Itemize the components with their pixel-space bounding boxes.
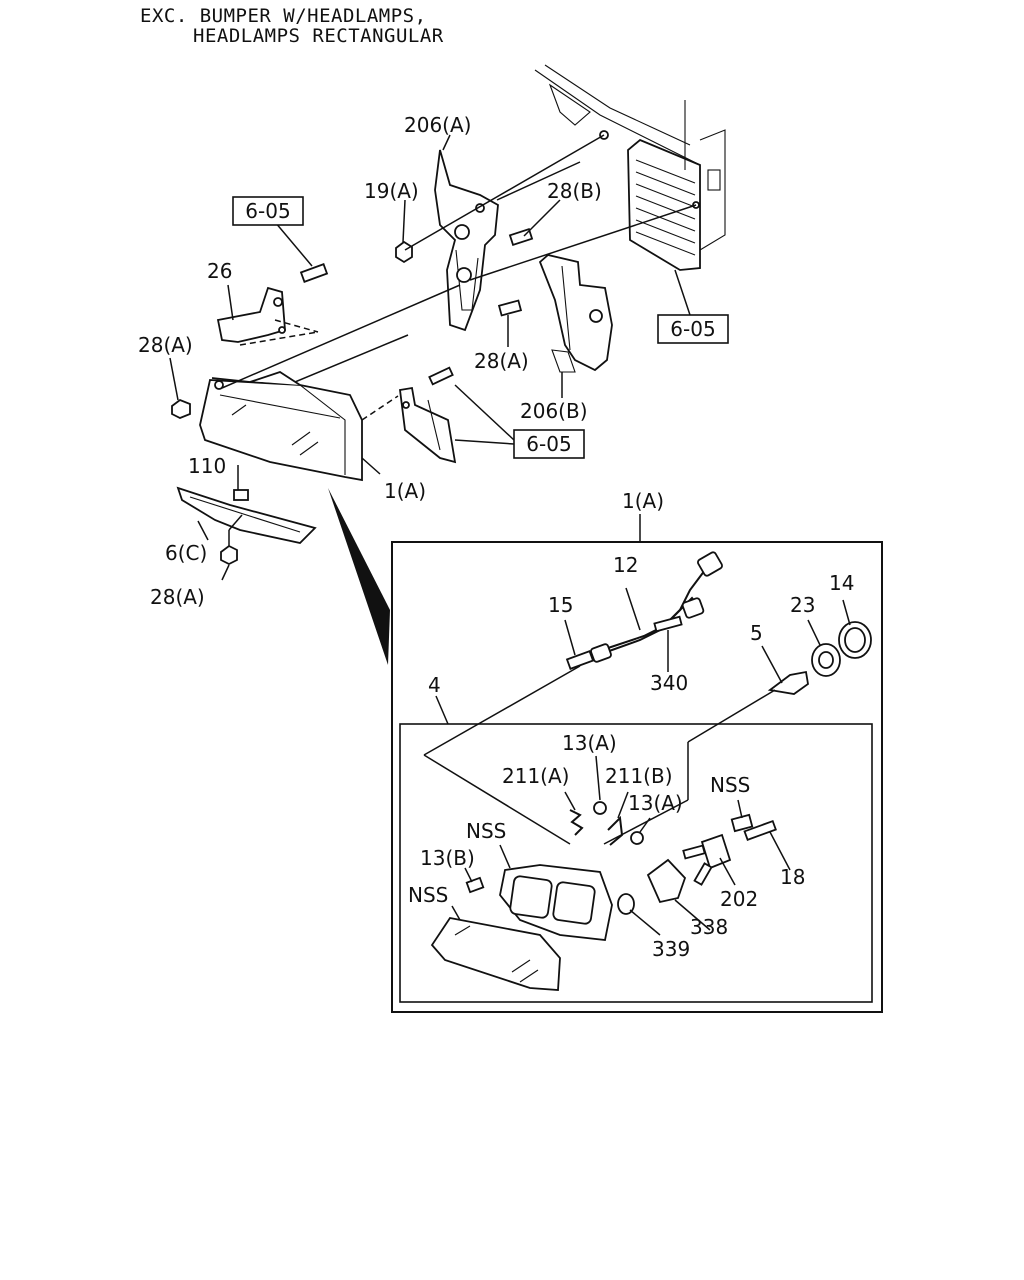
label-nss-right: NSS	[710, 773, 750, 797]
bolt-nss-right	[730, 813, 754, 833]
label-23: 23	[790, 593, 815, 617]
ref-605-center-text: 6-05	[526, 432, 571, 456]
o-ring-339	[617, 893, 635, 915]
ref-605-right-text: 6-05	[670, 317, 715, 341]
nut-19a	[395, 240, 413, 264]
part-labels: 206(A) 19(A) 28(B) 26 28(A) 28(A) 206(B)…	[138, 113, 854, 961]
ref-box-605-center[interactable]: 6-05	[513, 429, 585, 459]
callout-leaders	[169, 134, 691, 581]
ref-box-605-right[interactable]: 6-05	[657, 314, 729, 344]
label-339: 339	[652, 937, 690, 961]
bolt-28a-left	[171, 398, 191, 419]
clip-13b	[465, 876, 485, 894]
adjuster-338	[646, 858, 687, 904]
bulb-5	[767, 670, 809, 695]
title-line-1: EXC. BUMPER W/HEADLAMPS,	[140, 5, 427, 27]
bolt-near-26	[299, 263, 329, 283]
headlamp-assembly	[199, 371, 363, 482]
leader-lines	[221, 134, 697, 531]
lower-bracket-206b	[538, 254, 613, 373]
label-5: 5	[750, 621, 763, 645]
inset-callout-wedge	[328, 488, 390, 665]
label-15: 15	[548, 593, 573, 617]
label-13a-right: 13(A)	[628, 791, 683, 815]
label-1a-main: 1(A)	[384, 479, 426, 503]
inset-inner-frame	[399, 723, 873, 1003]
screw-340	[653, 615, 683, 633]
spring-211b	[607, 815, 624, 846]
upper-bracket-206a	[434, 149, 499, 332]
label-206b: 206(B)	[520, 399, 588, 423]
label-14: 14	[829, 571, 854, 595]
label-211a: 211(A)	[502, 764, 569, 788]
label-202: 202	[720, 887, 758, 911]
label-26: 26	[207, 259, 232, 283]
label-110: 110	[188, 454, 226, 478]
bolt-28a-bottom	[220, 530, 238, 566]
label-28a-bottom: 28(A)	[150, 585, 205, 609]
screw-18	[743, 819, 777, 841]
inset-lamp-housing	[499, 864, 613, 941]
inset-leaders	[423, 587, 851, 845]
inset-lamp-lens	[430, 917, 561, 991]
headlamp-mount-clip	[398, 366, 457, 464]
label-nss-top: NSS	[466, 819, 506, 843]
ref-605-left-text: 6-05	[245, 199, 290, 223]
bulb-15	[565, 650, 595, 670]
ring-14	[838, 621, 872, 659]
clip-13a-top	[593, 801, 607, 815]
label-18: 18	[780, 865, 805, 889]
label-13b: 13(B)	[420, 846, 475, 870]
label-1a-inset: 1(A)	[622, 489, 664, 513]
label-nss-left: NSS	[408, 883, 448, 907]
label-28a-mid: 28(A)	[474, 349, 529, 373]
label-338: 338	[690, 915, 728, 939]
label-6c: 6(C)	[165, 541, 207, 565]
bolt-28a-mid	[497, 299, 523, 317]
lower-trim-6c	[176, 486, 317, 544]
label-4: 4	[428, 673, 441, 697]
label-340: 340	[650, 671, 688, 695]
clip-110	[233, 489, 249, 501]
inset-label-leaders	[451, 755, 791, 936]
small-bracket-26	[216, 286, 286, 343]
label-12: 12	[613, 553, 638, 577]
label-19a: 19(A)	[364, 179, 419, 203]
label-13a-top: 13(A)	[562, 731, 617, 755]
clip-13a-right	[630, 831, 644, 845]
label-28a-left: 28(A)	[138, 333, 193, 357]
cab-front-body	[534, 64, 726, 271]
label-211b: 211(B)	[605, 764, 673, 788]
label-206a: 206(A)	[404, 113, 471, 137]
ref-box-605-left[interactable]: 6-05	[232, 196, 304, 226]
spring-211a	[569, 809, 584, 836]
title-line-2: HEADLAMPS RECTANGULAR	[193, 25, 444, 47]
label-28b: 28(B)	[547, 179, 602, 203]
diagram-title: EXC. BUMPER W/HEADLAMPS,HEADLAMPS RECTAN…	[140, 6, 444, 46]
socket-23	[811, 643, 841, 677]
bracket-202	[682, 833, 732, 886]
